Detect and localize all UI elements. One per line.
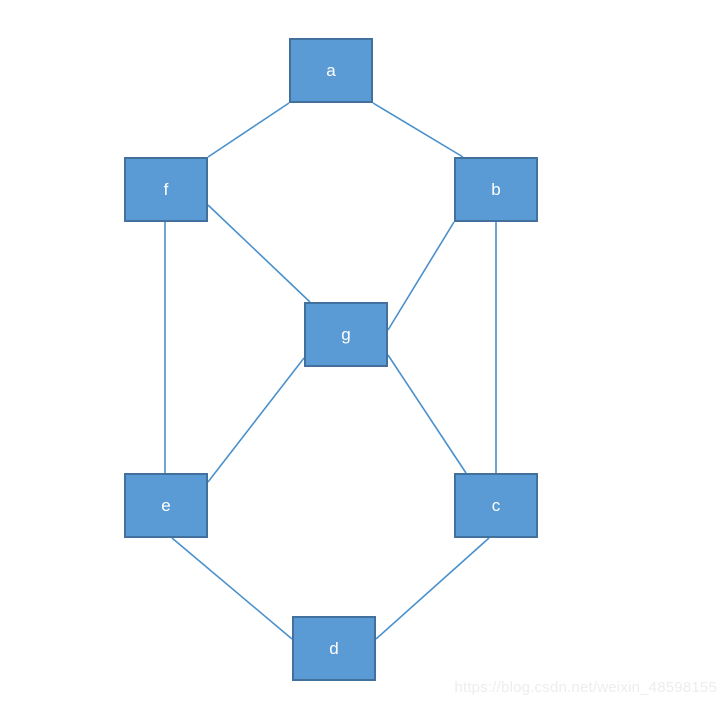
node-g[interactable]: g (304, 302, 388, 367)
edge-g-e (207, 357, 305, 483)
node-e[interactable]: e (124, 473, 208, 538)
edge-e-d (171, 537, 293, 640)
node-d[interactable]: d (292, 616, 376, 681)
edge-g-c (387, 354, 467, 474)
node-a[interactable]: a (289, 38, 373, 103)
watermark-text: https://blog.csdn.net/weixin_48598155 (454, 679, 717, 696)
node-label-g: g (341, 325, 351, 344)
node-c[interactable]: c (454, 473, 538, 538)
edge-b-g (387, 221, 455, 331)
node-b[interactable]: b (454, 157, 538, 222)
edge-a-b (372, 102, 464, 158)
node-label-d: d (329, 639, 339, 658)
node-label-e: e (161, 496, 171, 515)
node-label-f: f (163, 180, 169, 199)
node-label-b: b (491, 180, 501, 199)
edge-f-g (207, 204, 311, 303)
node-label-a: a (326, 61, 336, 80)
node-f[interactable]: f (124, 157, 208, 222)
edge-a-f (207, 102, 290, 158)
node-label-c: c (491, 496, 501, 515)
edge-c-d (375, 537, 490, 640)
